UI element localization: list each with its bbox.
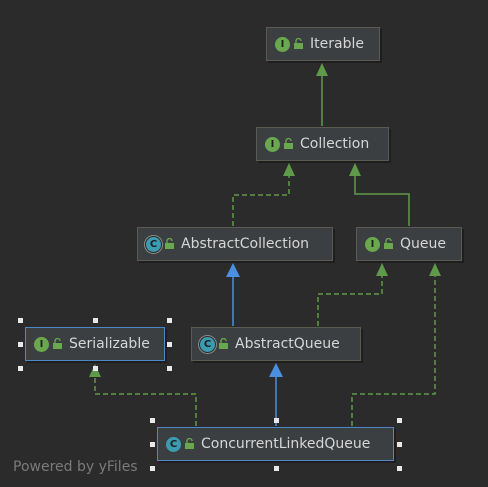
node-label: ConcurrentLinkedQueue (201, 436, 371, 452)
node-label: Iterable (310, 36, 364, 52)
selection-handle[interactable] (93, 366, 98, 371)
selection-handle[interactable] (150, 442, 155, 447)
public-lock-icon (294, 38, 303, 49)
node-label: AbstractQueue (235, 336, 340, 352)
selection-handle[interactable] (150, 466, 155, 471)
node-abstract-queue[interactable]: C AbstractQueue (191, 327, 361, 361)
selection-handle[interactable] (93, 318, 98, 323)
interface-icon: I (275, 36, 290, 52)
selection-handle[interactable] (167, 366, 172, 371)
node-abstract-collection[interactable]: C AbstractCollection (137, 227, 333, 261)
node-concurrent-linked-queue[interactable]: C ConcurrentLinkedQueue (157, 427, 394, 461)
selection-handle[interactable] (274, 418, 279, 423)
public-lock-icon (185, 438, 194, 449)
public-lock-icon (165, 238, 174, 249)
selection-handle[interactable] (274, 466, 279, 471)
selection-handle[interactable] (397, 442, 402, 447)
selection-handle[interactable] (18, 366, 23, 371)
edge-clq-to-abstractqueue (269, 363, 283, 426)
selection-handle[interactable] (18, 318, 23, 323)
edge-clq-to-serializable (89, 364, 197, 426)
class-icon: C (166, 436, 181, 452)
node-queue[interactable]: I Queue (356, 227, 462, 261)
abstract-class-icon: C (146, 236, 161, 252)
edge-queue-to-collection (349, 163, 410, 226)
edge-clq-to-queue (351, 263, 441, 426)
selection-handle[interactable] (397, 418, 402, 423)
selection-handle[interactable] (167, 318, 172, 323)
interface-icon: I (365, 236, 380, 252)
node-collection[interactable]: I Collection (256, 127, 389, 161)
node-iterable[interactable]: I Iterable (266, 27, 380, 61)
node-label: AbstractCollection (181, 236, 310, 252)
public-lock-icon (53, 338, 62, 349)
public-lock-icon (219, 338, 228, 349)
node-serializable[interactable]: I Serializable (25, 327, 165, 361)
edge-abstractcollection-to-collection (232, 163, 295, 226)
abstract-class-icon: C (200, 336, 215, 352)
node-label: Serializable (69, 336, 150, 352)
node-label: Queue (400, 236, 446, 252)
yfiles-watermark: Powered by yFiles (13, 459, 138, 475)
interface-icon: I (265, 136, 280, 152)
public-lock-icon (284, 138, 293, 149)
selection-handle[interactable] (167, 342, 172, 347)
selection-handle[interactable] (397, 466, 402, 471)
selection-handle[interactable] (18, 342, 23, 347)
edge-collection-to-iterable (316, 63, 328, 126)
public-lock-icon (384, 238, 393, 249)
node-label: Collection (300, 136, 370, 152)
edge-abstractqueue-to-queue (317, 263, 388, 326)
selection-handle[interactable] (150, 418, 155, 423)
interface-icon: I (34, 336, 49, 352)
edge-abstractqueue-to-abstractcollection (226, 263, 240, 326)
